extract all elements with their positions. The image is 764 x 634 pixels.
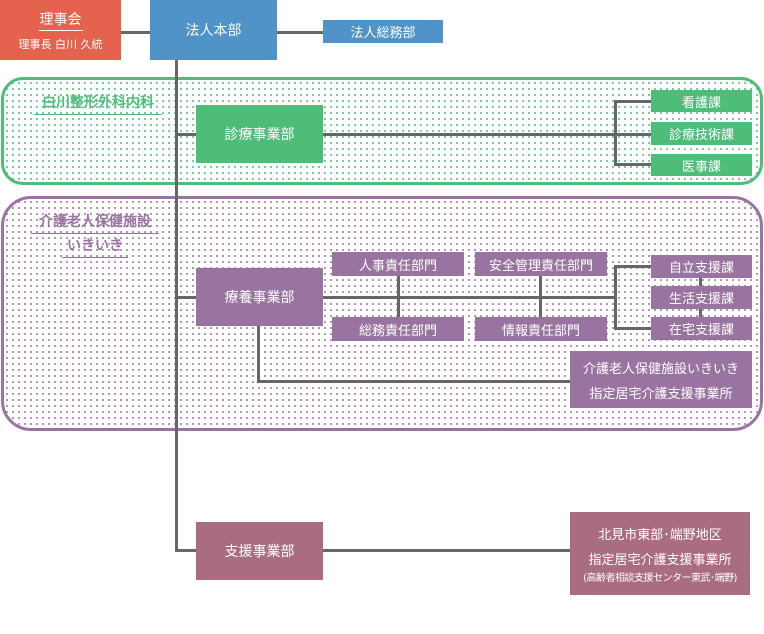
support-office-line2: 指定居宅介護支援事業所 bbox=[588, 552, 732, 568]
connector-hr-general bbox=[397, 275, 400, 319]
connector-care-office-vertical bbox=[257, 326, 260, 383]
board-box[interactable]: 理事会 理事長 白川 久統 bbox=[0, 0, 121, 60]
connector-clinic-sections bbox=[323, 133, 616, 136]
connector-main-trunk bbox=[175, 60, 178, 552]
responsibility-safety[interactable]: 安全管理責任部門 bbox=[475, 252, 607, 276]
connector-care-bracket bbox=[614, 265, 617, 330]
board-chair: 理事長 白川 久統 bbox=[18, 37, 103, 51]
care-division-box[interactable]: 療養事業部 bbox=[196, 268, 323, 326]
responsibility-info[interactable]: 情報責任部門 bbox=[475, 317, 607, 341]
connector-clinic-tech bbox=[614, 133, 651, 136]
general-affairs-box[interactable]: 法人総務部 bbox=[323, 20, 443, 43]
care-group-title-line2: いきいき bbox=[62, 235, 128, 258]
connector-care-home bbox=[614, 327, 651, 330]
connector-clinic-nursing bbox=[614, 100, 651, 103]
responsibility-hr[interactable]: 人事責任部門 bbox=[332, 252, 464, 276]
connector-trunk-clinic bbox=[175, 133, 197, 136]
connector-care-independence bbox=[614, 265, 651, 268]
support-office-box[interactable]: 北見市東部･端野地区 指定居宅介護支援事業所 (高齢者相談支援センター東武･端野… bbox=[570, 512, 750, 595]
care-office-box[interactable]: 介護老人保健施設いきいき 指定居宅介護支援事業所 bbox=[570, 351, 752, 408]
clinic-group-panel bbox=[1, 77, 763, 185]
connector-safety-info bbox=[539, 275, 542, 319]
care-office-line2: 指定居宅介護支援事業所 bbox=[589, 386, 733, 402]
support-division-box[interactable]: 支援事業部 bbox=[196, 522, 323, 580]
care-section-home[interactable]: 在宅支援課 bbox=[651, 317, 752, 340]
support-office-line1: 北見市東部･端野地区 bbox=[598, 527, 722, 543]
headquarters-box[interactable]: 法人本部 bbox=[150, 0, 277, 60]
care-group-title-line1: 介護老人保健施設 bbox=[31, 211, 159, 234]
care-office-line1: 介護老人保健施設いきいき bbox=[582, 361, 739, 377]
care-section-living[interactable]: 生活支援課 bbox=[651, 286, 752, 309]
connector-clinic-medical bbox=[614, 163, 651, 166]
connector-trunk-support bbox=[175, 549, 197, 552]
connector-care-office-horizontal bbox=[257, 380, 571, 383]
clinic-division-box[interactable]: 診療事業部 bbox=[196, 105, 323, 163]
connector-hq-general-affairs bbox=[277, 31, 324, 34]
care-section-independence[interactable]: 自立支援課 bbox=[651, 255, 752, 278]
clinic-group-title: 白川整形外科内科 bbox=[34, 92, 162, 115]
connector-board-hq bbox=[120, 31, 152, 34]
board-title: 理事会 bbox=[38, 9, 83, 31]
connector-care-sections bbox=[323, 296, 616, 299]
clinic-section-medical[interactable]: 医事課 bbox=[651, 154, 752, 176]
clinic-section-nursing[interactable]: 看護課 bbox=[651, 90, 752, 112]
responsibility-general[interactable]: 総務責任部門 bbox=[332, 317, 464, 341]
connector-trunk-care bbox=[175, 296, 197, 299]
connector-support-office bbox=[323, 549, 571, 552]
clinic-section-tech[interactable]: 診療技術課 bbox=[651, 122, 752, 145]
support-office-line3: (高齢者相談支援センター東武･端野) bbox=[583, 572, 737, 584]
